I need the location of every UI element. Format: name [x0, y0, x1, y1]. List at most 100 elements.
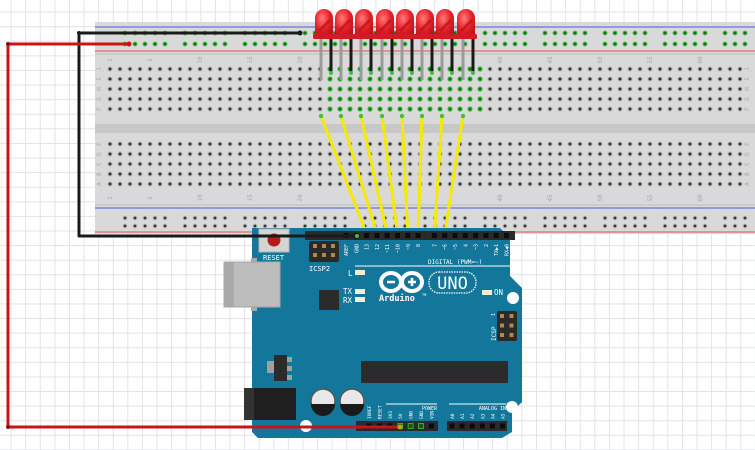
- rail-hole[interactable]: [663, 224, 667, 228]
- breadboard-hole[interactable]: [528, 67, 532, 71]
- breadboard-hole[interactable]: [488, 107, 492, 111]
- breadboard-hole[interactable]: [358, 152, 362, 156]
- rail-hole[interactable]: [303, 42, 307, 46]
- breadboard-hole[interactable]: [438, 97, 442, 101]
- breadboard-hole[interactable]: [388, 97, 392, 101]
- rail-hole[interactable]: [223, 224, 227, 228]
- breadboard-hole[interactable]: [368, 97, 372, 101]
- breadboard-hole[interactable]: [628, 172, 632, 176]
- breadboard-hole[interactable]: [728, 162, 732, 166]
- breadboard-hole[interactable]: [638, 97, 642, 101]
- breadboard-hole[interactable]: [238, 152, 242, 156]
- rail-hole[interactable]: [633, 31, 637, 35]
- breadboard-hole[interactable]: [288, 142, 292, 146]
- rail-hole[interactable]: [423, 216, 427, 220]
- breadboard-hole[interactable]: [638, 67, 642, 71]
- rail-hole[interactable]: [623, 216, 627, 220]
- breadboard-hole[interactable]: [678, 152, 682, 156]
- rail-hole[interactable]: [493, 31, 497, 35]
- rail-hole[interactable]: [253, 216, 257, 220]
- breadboard-hole[interactable]: [198, 152, 202, 156]
- breadboard-hole[interactable]: [348, 107, 352, 111]
- breadboard-hole[interactable]: [178, 142, 182, 146]
- breadboard-hole[interactable]: [138, 97, 142, 101]
- rail-hole[interactable]: [633, 42, 637, 46]
- breadboard-hole[interactable]: [468, 67, 472, 71]
- rail-hole[interactable]: [423, 224, 427, 228]
- breadboard-hole[interactable]: [638, 152, 642, 156]
- rail-hole[interactable]: [223, 42, 227, 46]
- breadboard-hole[interactable]: [728, 172, 732, 176]
- breadboard-hole[interactable]: [698, 87, 702, 91]
- breadboard-hole[interactable]: [198, 87, 202, 91]
- rail-hole[interactable]: [503, 224, 507, 228]
- breadboard-hole[interactable]: [378, 152, 382, 156]
- breadboard-hole[interactable]: [568, 107, 572, 111]
- breadboard-hole[interactable]: [128, 152, 132, 156]
- breadboard-hole[interactable]: [598, 152, 602, 156]
- breadboard-hole[interactable]: [158, 172, 162, 176]
- rail-hole[interactable]: [443, 42, 447, 46]
- breadboard-hole[interactable]: [668, 107, 672, 111]
- breadboard-hole[interactable]: [718, 77, 722, 81]
- rail-hole[interactable]: [463, 216, 467, 220]
- breadboard-hole[interactable]: [418, 107, 422, 111]
- breadboard-hole[interactable]: [338, 97, 342, 101]
- breadboard-hole[interactable]: [348, 162, 352, 166]
- rail-hole[interactable]: [633, 216, 637, 220]
- breadboard-hole[interactable]: [298, 77, 302, 81]
- breadboard-hole[interactable]: [448, 107, 452, 111]
- rail-hole[interactable]: [263, 42, 267, 46]
- rail-hole[interactable]: [643, 42, 647, 46]
- breadboard-hole[interactable]: [278, 182, 282, 186]
- breadboard-hole[interactable]: [598, 77, 602, 81]
- breadboard-hole[interactable]: [398, 142, 402, 146]
- breadboard-hole[interactable]: [208, 77, 212, 81]
- rail-hole[interactable]: [133, 224, 137, 228]
- breadboard-hole[interactable]: [268, 172, 272, 176]
- breadboard-hole[interactable]: [188, 67, 192, 71]
- breadboard-hole[interactable]: [288, 87, 292, 91]
- reset-button[interactable]: [258, 228, 290, 253]
- breadboard-hole[interactable]: [608, 97, 612, 101]
- breadboard-hole[interactable]: [708, 107, 712, 111]
- breadboard-hole[interactable]: [388, 152, 392, 156]
- rail-hole[interactable]: [613, 31, 617, 35]
- breadboard-hole[interactable]: [618, 142, 622, 146]
- rail-hole[interactable]: [193, 224, 197, 228]
- breadboard-hole[interactable]: [148, 172, 152, 176]
- breadboard-hole[interactable]: [258, 162, 262, 166]
- breadboard-hole[interactable]: [468, 152, 472, 156]
- breadboard-hole[interactable]: [148, 142, 152, 146]
- rail-hole[interactable]: [583, 42, 587, 46]
- breadboard-hole[interactable]: [108, 142, 112, 146]
- breadboard-hole[interactable]: [738, 107, 742, 111]
- breadboard-hole[interactable]: [208, 172, 212, 176]
- breadboard-hole[interactable]: [118, 162, 122, 166]
- breadboard-hole[interactable]: [578, 87, 582, 91]
- breadboard-hole[interactable]: [668, 162, 672, 166]
- analog-pin-socket[interactable]: [479, 423, 485, 429]
- breadboard-hole[interactable]: [108, 107, 112, 111]
- breadboard-hole[interactable]: [668, 182, 672, 186]
- breadboard-hole[interactable]: [358, 107, 362, 111]
- breadboard-hole[interactable]: [518, 172, 522, 176]
- breadboard-hole[interactable]: [408, 182, 412, 186]
- breadboard-hole[interactable]: [268, 67, 272, 71]
- breadboard-hole[interactable]: [148, 162, 152, 166]
- breadboard-hole[interactable]: [318, 152, 322, 156]
- breadboard-hole[interactable]: [688, 182, 692, 186]
- digital-pin-socket[interactable]: [374, 233, 380, 238]
- rail-hole[interactable]: [423, 42, 427, 46]
- rail-hole[interactable]: [433, 42, 437, 46]
- breadboard-hole[interactable]: [698, 182, 702, 186]
- signal-wire[interactable]: [416, 114, 424, 236]
- breadboard-hole[interactable]: [428, 77, 432, 81]
- breadboard-hole[interactable]: [588, 162, 592, 166]
- rail-hole[interactable]: [343, 224, 347, 228]
- rail-hole[interactable]: [253, 224, 257, 228]
- digital-pin-socket[interactable]: [504, 233, 509, 238]
- breadboard-hole[interactable]: [228, 77, 232, 81]
- breadboard-hole[interactable]: [178, 67, 182, 71]
- breadboard-hole[interactable]: [578, 162, 582, 166]
